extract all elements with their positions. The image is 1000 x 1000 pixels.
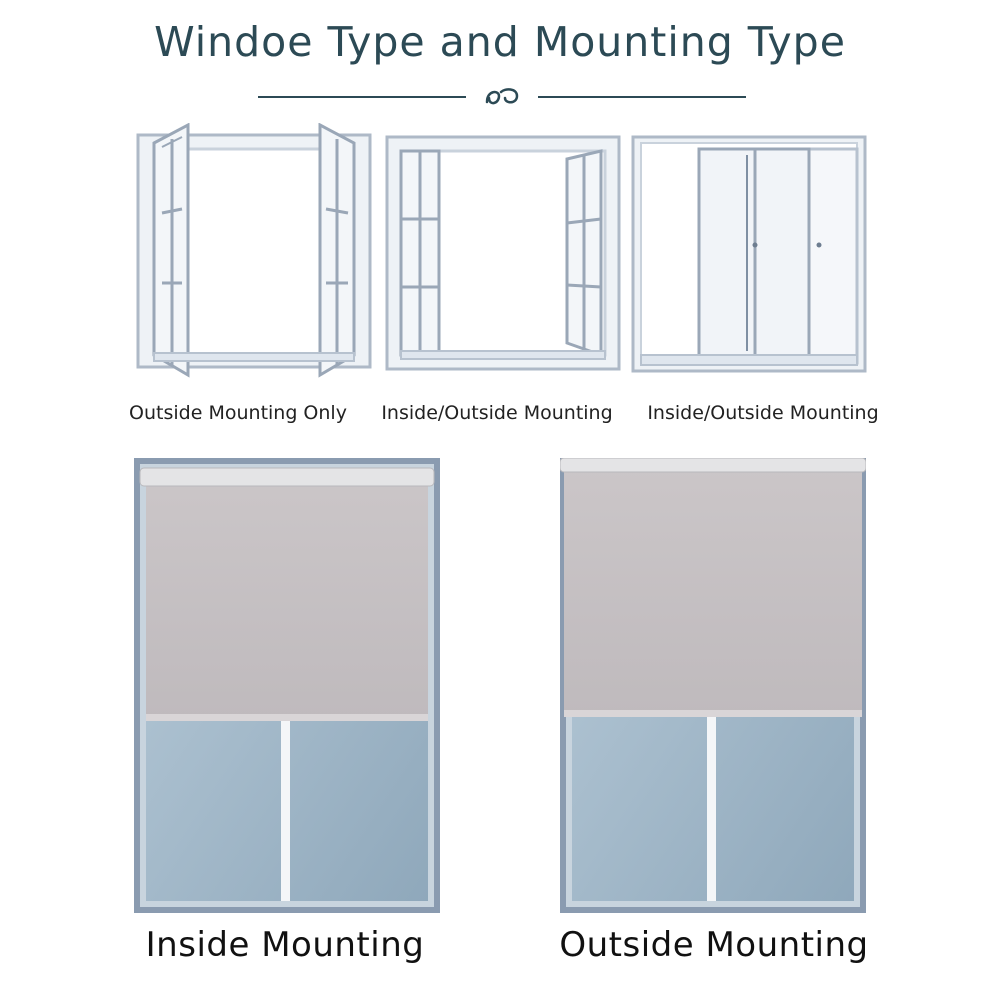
window-type-3-label: Inside/Outside Mounting — [647, 402, 879, 424]
window-type-1 — [136, 123, 372, 378]
title-divider-left — [258, 96, 466, 98]
casement-window-half-open-icon — [385, 135, 621, 371]
window-type-2 — [385, 123, 621, 378]
inside-mount-roller-blind-icon — [134, 458, 440, 913]
s-curl-ornament-icon — [485, 88, 519, 105]
outside-mounting-label: Outside Mounting — [559, 925, 869, 965]
window-type-1-label: Outside Mounting Only — [129, 402, 347, 424]
window-type-3 — [631, 123, 867, 378]
title-divider-right — [538, 96, 746, 98]
inside-mounting-illustration — [134, 458, 440, 913]
casement-window-open-icon — [136, 123, 372, 378]
window-type-2-label: Inside/Outside Mounting — [381, 402, 613, 424]
sliding-window-icon — [631, 135, 867, 373]
outside-mount-roller-blind-icon — [559, 457, 867, 913]
inside-mounting-label: Inside Mounting — [145, 925, 425, 965]
outside-mounting-illustration — [559, 457, 867, 913]
page-title: Windoe Type and Mounting Type — [154, 18, 846, 66]
